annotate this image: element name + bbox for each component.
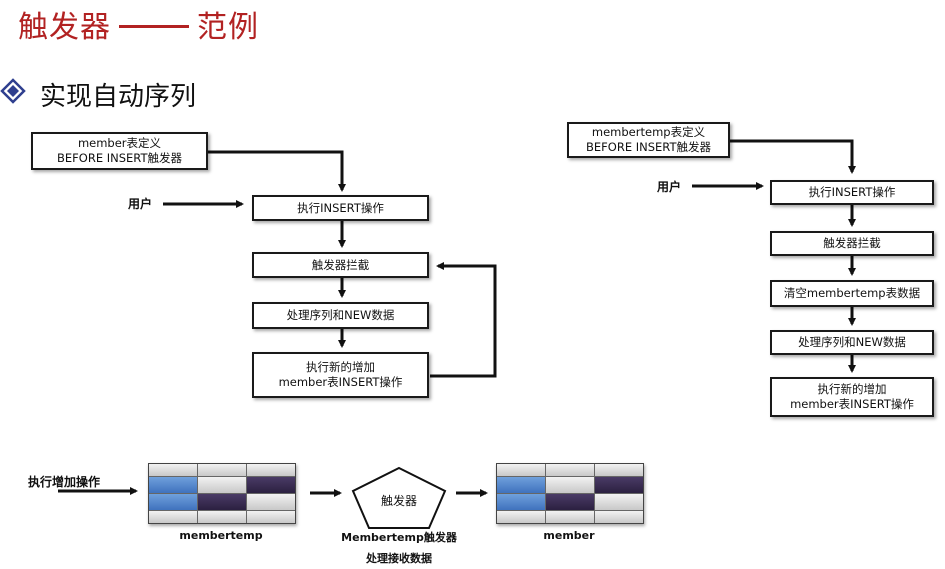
bottom-action-label: 执行增加操作 xyxy=(28,475,101,489)
diamond-bullet-icon xyxy=(0,78,26,104)
left-step-intercept-text: 触发器拦截 xyxy=(311,257,370,272)
title-right: 范例 xyxy=(197,10,259,45)
membertemp-table-label: membertemp xyxy=(179,529,263,542)
title-dash xyxy=(119,25,189,28)
right-step-new-insert: 执行新的增加 member表INSERT操作 xyxy=(770,377,934,417)
table-cell xyxy=(198,464,246,476)
trigger-caption-line1: Membertemp触发器 xyxy=(341,531,457,544)
right-definition-line2: BEFORE INSERT触发器 xyxy=(586,140,711,154)
table-cell xyxy=(198,511,246,523)
right-step-process: 处理序列和NEW数据 xyxy=(770,330,934,355)
table-cell xyxy=(497,477,545,493)
left-definition-line1: member表定义 xyxy=(77,136,162,150)
left-step-process: 处理序列和NEW数据 xyxy=(252,302,429,329)
right-step-insert-text: 执行INSERT操作 xyxy=(808,185,896,199)
table-cell xyxy=(546,464,594,476)
table-cell xyxy=(247,464,295,476)
page-title: 触发器 范例 xyxy=(18,2,259,46)
right-def-to-insert-arrow xyxy=(730,139,856,174)
table-cell xyxy=(247,511,295,523)
table-cell xyxy=(149,464,197,476)
trigger-pentagon-text: 触发器 xyxy=(381,493,417,508)
table-cell xyxy=(595,464,643,476)
member-table-graphic xyxy=(496,463,644,524)
left-step-new-insert-line2: member表INSERT操作 xyxy=(278,375,403,389)
title-left: 触发器 xyxy=(18,10,111,45)
right-step-new-insert-line2: member表INSERT操作 xyxy=(790,397,914,411)
table-cell xyxy=(198,494,246,510)
table-cell xyxy=(595,477,643,493)
table-cell xyxy=(546,511,594,523)
right-step-clear-text: 清空membertemp表数据 xyxy=(783,286,921,300)
table-cell xyxy=(595,511,643,523)
right-step-intercept-text: 触发器拦截 xyxy=(823,236,881,250)
membertemp-table-graphic xyxy=(148,463,296,524)
trigger-pentagon: 触发器 xyxy=(351,466,447,529)
right-user-label: 用户 xyxy=(657,180,682,194)
right-step-intercept: 触发器拦截 xyxy=(770,231,934,256)
table-cell xyxy=(497,494,545,510)
right-definition-box: membertemp表定义 BEFORE INSERT触发器 xyxy=(567,122,730,158)
table-cell xyxy=(497,464,545,476)
table-cell xyxy=(149,477,197,493)
left-step-new-insert-line1: 执行新的增加 xyxy=(306,360,375,374)
right-definition-line1: membertemp表定义 xyxy=(591,125,706,139)
table-cell xyxy=(546,494,594,510)
left-step-insert-text: 执行INSERT操作 xyxy=(297,200,384,215)
right-step-process-text: 处理序列和NEW数据 xyxy=(798,335,906,349)
left-step-new-insert: 执行新的增加 member表INSERT操作 xyxy=(252,352,429,398)
table-cell xyxy=(247,494,295,510)
table-cell xyxy=(247,477,295,493)
left-loop-back-arrow xyxy=(430,262,497,378)
table-cell xyxy=(497,511,545,523)
left-step-intercept: 触发器拦截 xyxy=(252,252,429,278)
table-cell xyxy=(149,494,197,510)
right-step-new-insert-line1: 执行新的增加 xyxy=(817,382,887,396)
table-cell xyxy=(546,477,594,493)
left-def-to-insert-arrow xyxy=(208,150,346,192)
left-step-process-text: 处理序列和NEW数据 xyxy=(286,308,395,322)
trigger-caption-line2: 处理接收数据 xyxy=(366,552,432,565)
table-cell xyxy=(198,477,246,493)
right-step-clear: 清空membertemp表数据 xyxy=(770,280,934,307)
left-step-insert: 执行INSERT操作 xyxy=(252,195,429,221)
left-user-label: 用户 xyxy=(128,197,153,211)
right-step-insert: 执行INSERT操作 xyxy=(770,180,934,205)
section-subtitle: 实现自动序列 xyxy=(40,82,197,112)
left-definition-box: member表定义 BEFORE INSERT触发器 xyxy=(31,132,208,170)
table-cell xyxy=(149,511,197,523)
left-definition-line2: BEFORE INSERT触发器 xyxy=(57,151,182,165)
table-cell xyxy=(595,494,643,510)
member-table-label: member xyxy=(543,529,595,542)
